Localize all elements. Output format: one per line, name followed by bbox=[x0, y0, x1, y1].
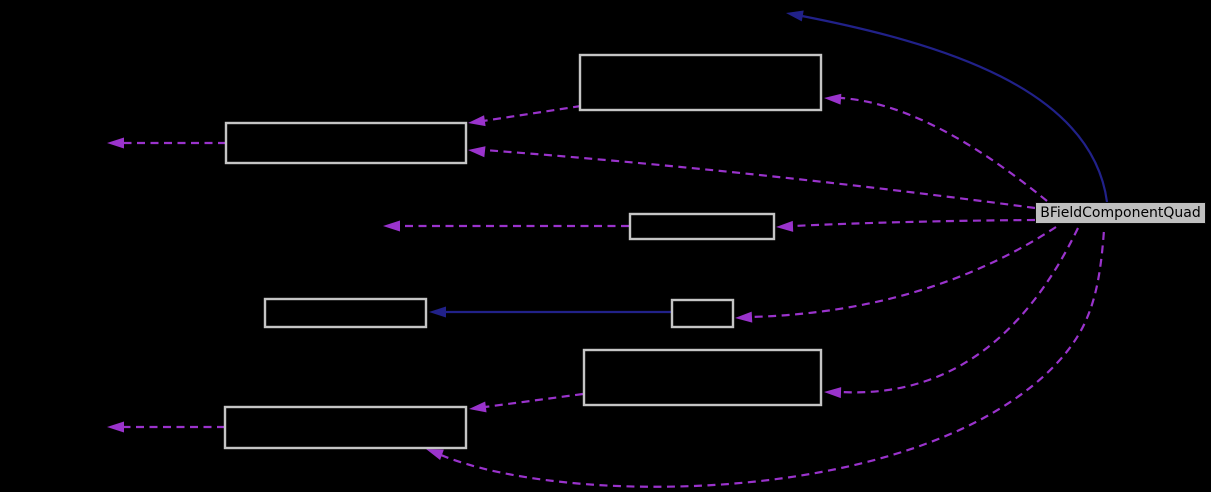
box-mid-small[interactable] bbox=[670, 298, 735, 329]
edge-node-to-middle-box-arrowhead-icon bbox=[776, 220, 794, 232]
box-upper-left[interactable] bbox=[224, 121, 468, 165]
edge-node-to-small-box bbox=[750, 226, 1057, 319]
node-bfieldcomponentquad[interactable]: BFieldComponentQuad bbox=[1035, 202, 1206, 224]
edge-small-box-to-mid-left-box-arrowhead-icon bbox=[429, 306, 446, 318]
edge-node-to-top-box-arrowhead-icon bbox=[824, 93, 842, 105]
edge-node-to-lower-box bbox=[840, 227, 1079, 394]
edge-node-to-top-box bbox=[840, 96, 1048, 202]
edge-top-box-to-upper-left-box-arrowhead-icon bbox=[468, 115, 486, 127]
edge-node-to-upper-left-box-arrowhead-icon bbox=[468, 146, 486, 158]
edge-node-to-lower-box-arrowhead-icon bbox=[824, 387, 842, 399]
edge-node-to-middle-box bbox=[792, 218, 1036, 228]
edge-top-box-to-upper-left-box bbox=[482, 104, 582, 123]
edge-node-to-top-edge bbox=[801, 14, 1109, 203]
edge-node-to-bottom-left-box-arrowhead-icon bbox=[426, 449, 444, 460]
edge-lower-box-to-bottom-left-box-arrowhead-icon bbox=[469, 401, 487, 413]
edge-node-to-upper-left-box bbox=[483, 148, 1036, 210]
box-bottom-left[interactable] bbox=[223, 405, 468, 450]
box-middle[interactable] bbox=[628, 212, 776, 241]
edge-middle-box-to-left-arrowhead-icon bbox=[383, 220, 400, 232]
edge-upper-left-box-to-left-arrowhead-icon bbox=[107, 137, 124, 149]
edge-lower-box-to-bottom-left-box bbox=[484, 392, 584, 409]
edge-node-to-top-edge-arrowhead-icon bbox=[786, 10, 804, 22]
box-lower[interactable] bbox=[582, 348, 823, 407]
edge-bottom-left-box-to-left-arrowhead-icon bbox=[107, 421, 124, 433]
edge-node-to-small-box-arrowhead-icon bbox=[735, 311, 753, 323]
box-mid-left[interactable] bbox=[263, 297, 428, 329]
box-top[interactable] bbox=[578, 53, 823, 112]
